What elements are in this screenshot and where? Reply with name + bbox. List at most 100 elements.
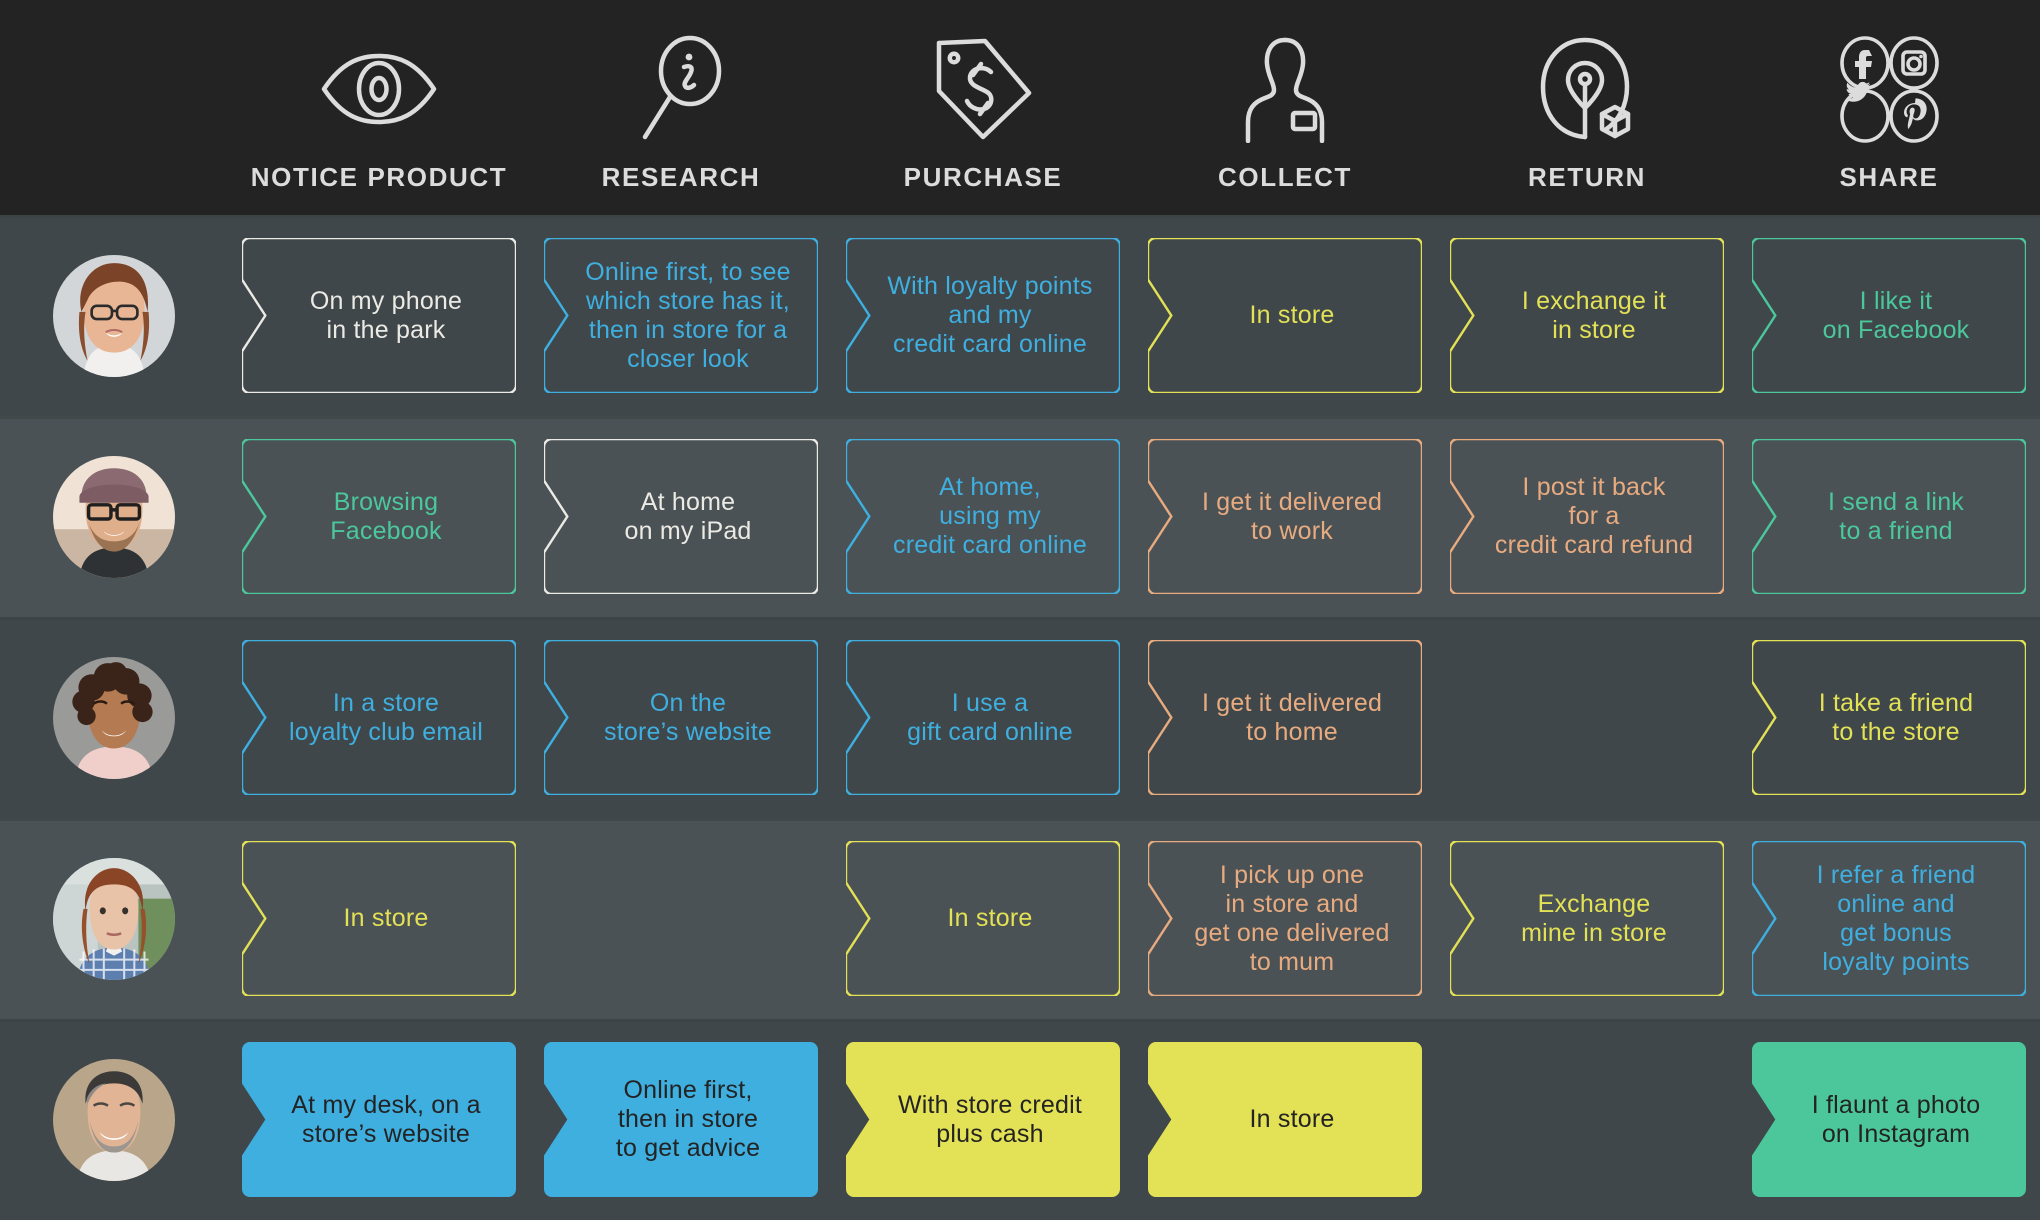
journey-cell-slot: At my desk, on a store’s website [228, 1019, 530, 1220]
journey-cell-slot: With store credit plus cash [832, 1019, 1134, 1220]
card-text: Exchange mine in store [1521, 889, 1667, 947]
stage-column-collect[interactable]: COLLECT [1134, 0, 1436, 215]
card-text: I exchange it in store [1521, 286, 1667, 344]
journey-cell-slot: I send a link to a friend [1738, 416, 2040, 617]
card-text: Online first, to see which store has it,… [585, 257, 791, 373]
card-text: At home, using my credit card online [893, 473, 1087, 559]
card-text: Online first, then in store to get advic… [615, 1076, 761, 1162]
journey-card[interactable]: I flaunt a photo on Instagram [1752, 1042, 2026, 1197]
journey-cell-slot: I get it delivered to work [1134, 416, 1436, 617]
journey-card[interactable]: I refer a friend online and get bonus lo… [1752, 841, 2026, 996]
stage-column-research[interactable]: RESEARCH [530, 0, 832, 215]
avatar[interactable] [53, 255, 175, 377]
card-text: At my desk, on a store’s website [291, 1090, 481, 1148]
avatar-cell [0, 657, 228, 779]
journey-card[interactable]: In store [846, 841, 1120, 996]
journey-card[interactable]: Browsing Facebook [242, 439, 516, 594]
row-divider [0, 617, 2040, 620]
card-text: I send a link to a friend [1827, 487, 1964, 545]
journey-card[interactable]: Online first, to see which store has it,… [544, 238, 818, 393]
journey-cell-slot [530, 818, 832, 1019]
card-text: I like it on Facebook [1822, 286, 1970, 344]
journey-card[interactable]: On the store’s website [544, 640, 818, 795]
journey-cell-slot: I pick up one in store and get one deliv… [1134, 818, 1436, 1019]
map-pin-parcel-icon [1537, 34, 1637, 144]
card-text: I get it delivered to work [1201, 487, 1383, 545]
avatar-cell [0, 456, 228, 578]
row-divider [0, 215, 2040, 218]
card-text: I pick up one in store and get one deliv… [1194, 860, 1390, 976]
stage-label: RESEARCH [601, 162, 761, 192]
avatar[interactable] [53, 456, 175, 578]
avatar[interactable] [53, 657, 175, 779]
journey-card[interactable]: Exchange mine in store [1450, 841, 1724, 996]
stage-column-notice-product[interactable]: NOTICE PRODUCT [228, 0, 530, 215]
persona-rows: On my phone in the park Online first, to… [0, 215, 2040, 1220]
journey-cell-slot: I post it back for a credit card refund [1436, 416, 1738, 617]
journey-cell-slot: I take a friend to the store [1738, 617, 2040, 818]
avatar[interactable] [53, 858, 175, 980]
row-divider [0, 818, 2040, 821]
card-text: At home on my iPad [624, 487, 752, 545]
journey-card[interactable]: I send a link to a friend [1752, 439, 2026, 594]
journey-cell-slot: In store [228, 818, 530, 1019]
card-text: I use a gift card online [907, 688, 1073, 746]
journey-cell-slot: At home, using my credit card online [832, 416, 1134, 617]
price-tag-dollar-icon [933, 34, 1033, 144]
persona-row: In store In store I pick up one in store… [0, 818, 2040, 1019]
journey-card[interactable]: I get it delivered to work [1148, 439, 1422, 594]
journey-card[interactable]: On my phone in the park [242, 238, 516, 393]
journey-card[interactable]: At my desk, on a store’s website [242, 1042, 516, 1197]
card-text: In store [947, 904, 1033, 932]
journey-cell-slot: I use a gift card online [832, 617, 1134, 818]
journey-cell-slot: Online first, to see which store has it,… [530, 215, 832, 416]
journey-cells: On my phone in the park Online first, to… [228, 215, 2040, 416]
journey-card[interactable]: At home, using my credit card online [846, 439, 1120, 594]
card-text: In a store loyalty club email [289, 688, 483, 746]
persona-row: In a store loyalty club email On the sto… [0, 617, 2040, 818]
avatar[interactable] [53, 1059, 175, 1181]
stage-label: RETURN [1528, 162, 1646, 192]
journey-card[interactable]: In store [242, 841, 516, 996]
journey-cell-slot: In store [832, 818, 1134, 1019]
avatar-cell [0, 1059, 228, 1181]
card-text: In store [343, 904, 429, 932]
journey-card[interactable]: In store [1148, 1042, 1422, 1197]
card-text: In store [1249, 301, 1335, 329]
stage-column-share[interactable]: SHARE [1738, 0, 2040, 215]
journey-card[interactable]: With store credit plus cash [846, 1042, 1120, 1197]
persona-row: At my desk, on a store’s website Online … [0, 1019, 2040, 1220]
stage-column-purchase[interactable]: PURCHASE [832, 0, 1134, 215]
journey-cells: In a store loyalty club email On the sto… [228, 617, 2040, 818]
stage-label: COLLECT [1218, 162, 1352, 192]
instagram-icon [1889, 36, 1939, 90]
journey-card[interactable]: I exchange it in store [1450, 238, 1724, 393]
persona-row: Browsing Facebook At home on my iPad At … [0, 416, 2040, 617]
journey-card[interactable]: In store [1148, 238, 1422, 393]
journey-card[interactable]: I take a friend to the store [1752, 640, 2026, 795]
journey-card[interactable]: I post it back for a credit card refund [1450, 439, 1724, 594]
avatar-cell [0, 255, 228, 377]
journey-cell-slot: On the store’s website [530, 617, 832, 818]
journey-cell-slot: Browsing Facebook [228, 416, 530, 617]
card-text: I take a friend to the store [1818, 688, 1974, 746]
journey-card[interactable]: I pick up one in store and get one deliv… [1148, 841, 1422, 996]
avatar-cell [0, 858, 228, 980]
journey-cells: Browsing Facebook At home on my iPad At … [228, 416, 2040, 617]
journey-card[interactable]: In a store loyalty club email [242, 640, 516, 795]
journey-card[interactable]: I get it delivered to home [1148, 640, 1422, 795]
journey-card[interactable]: At home on my iPad [544, 439, 818, 594]
journey-card[interactable]: Online first, then in store to get advic… [544, 1042, 818, 1197]
card-text: On the store’s website [604, 688, 772, 746]
journey-cell-slot: I like it on Facebook [1738, 215, 2040, 416]
journey-cell-slot: I refer a friend online and get bonus lo… [1738, 818, 2040, 1019]
journey-cell-slot: I get it delivered to home [1134, 617, 1436, 818]
stage-columns: NOTICE PRODUCT RESEARCH [228, 0, 2040, 215]
stage-column-return[interactable]: RETURN [1436, 0, 1738, 215]
card-text: I get it delivered to home [1201, 688, 1383, 746]
journey-card[interactable]: With loyalty points and my credit card o… [846, 238, 1120, 393]
journey-card[interactable]: I like it on Facebook [1752, 238, 2026, 393]
journey-cells: In store In store I pick up one in store… [228, 818, 2040, 1019]
journey-cell-slot: Exchange mine in store [1436, 818, 1738, 1019]
journey-card[interactable]: I use a gift card online [846, 640, 1120, 795]
